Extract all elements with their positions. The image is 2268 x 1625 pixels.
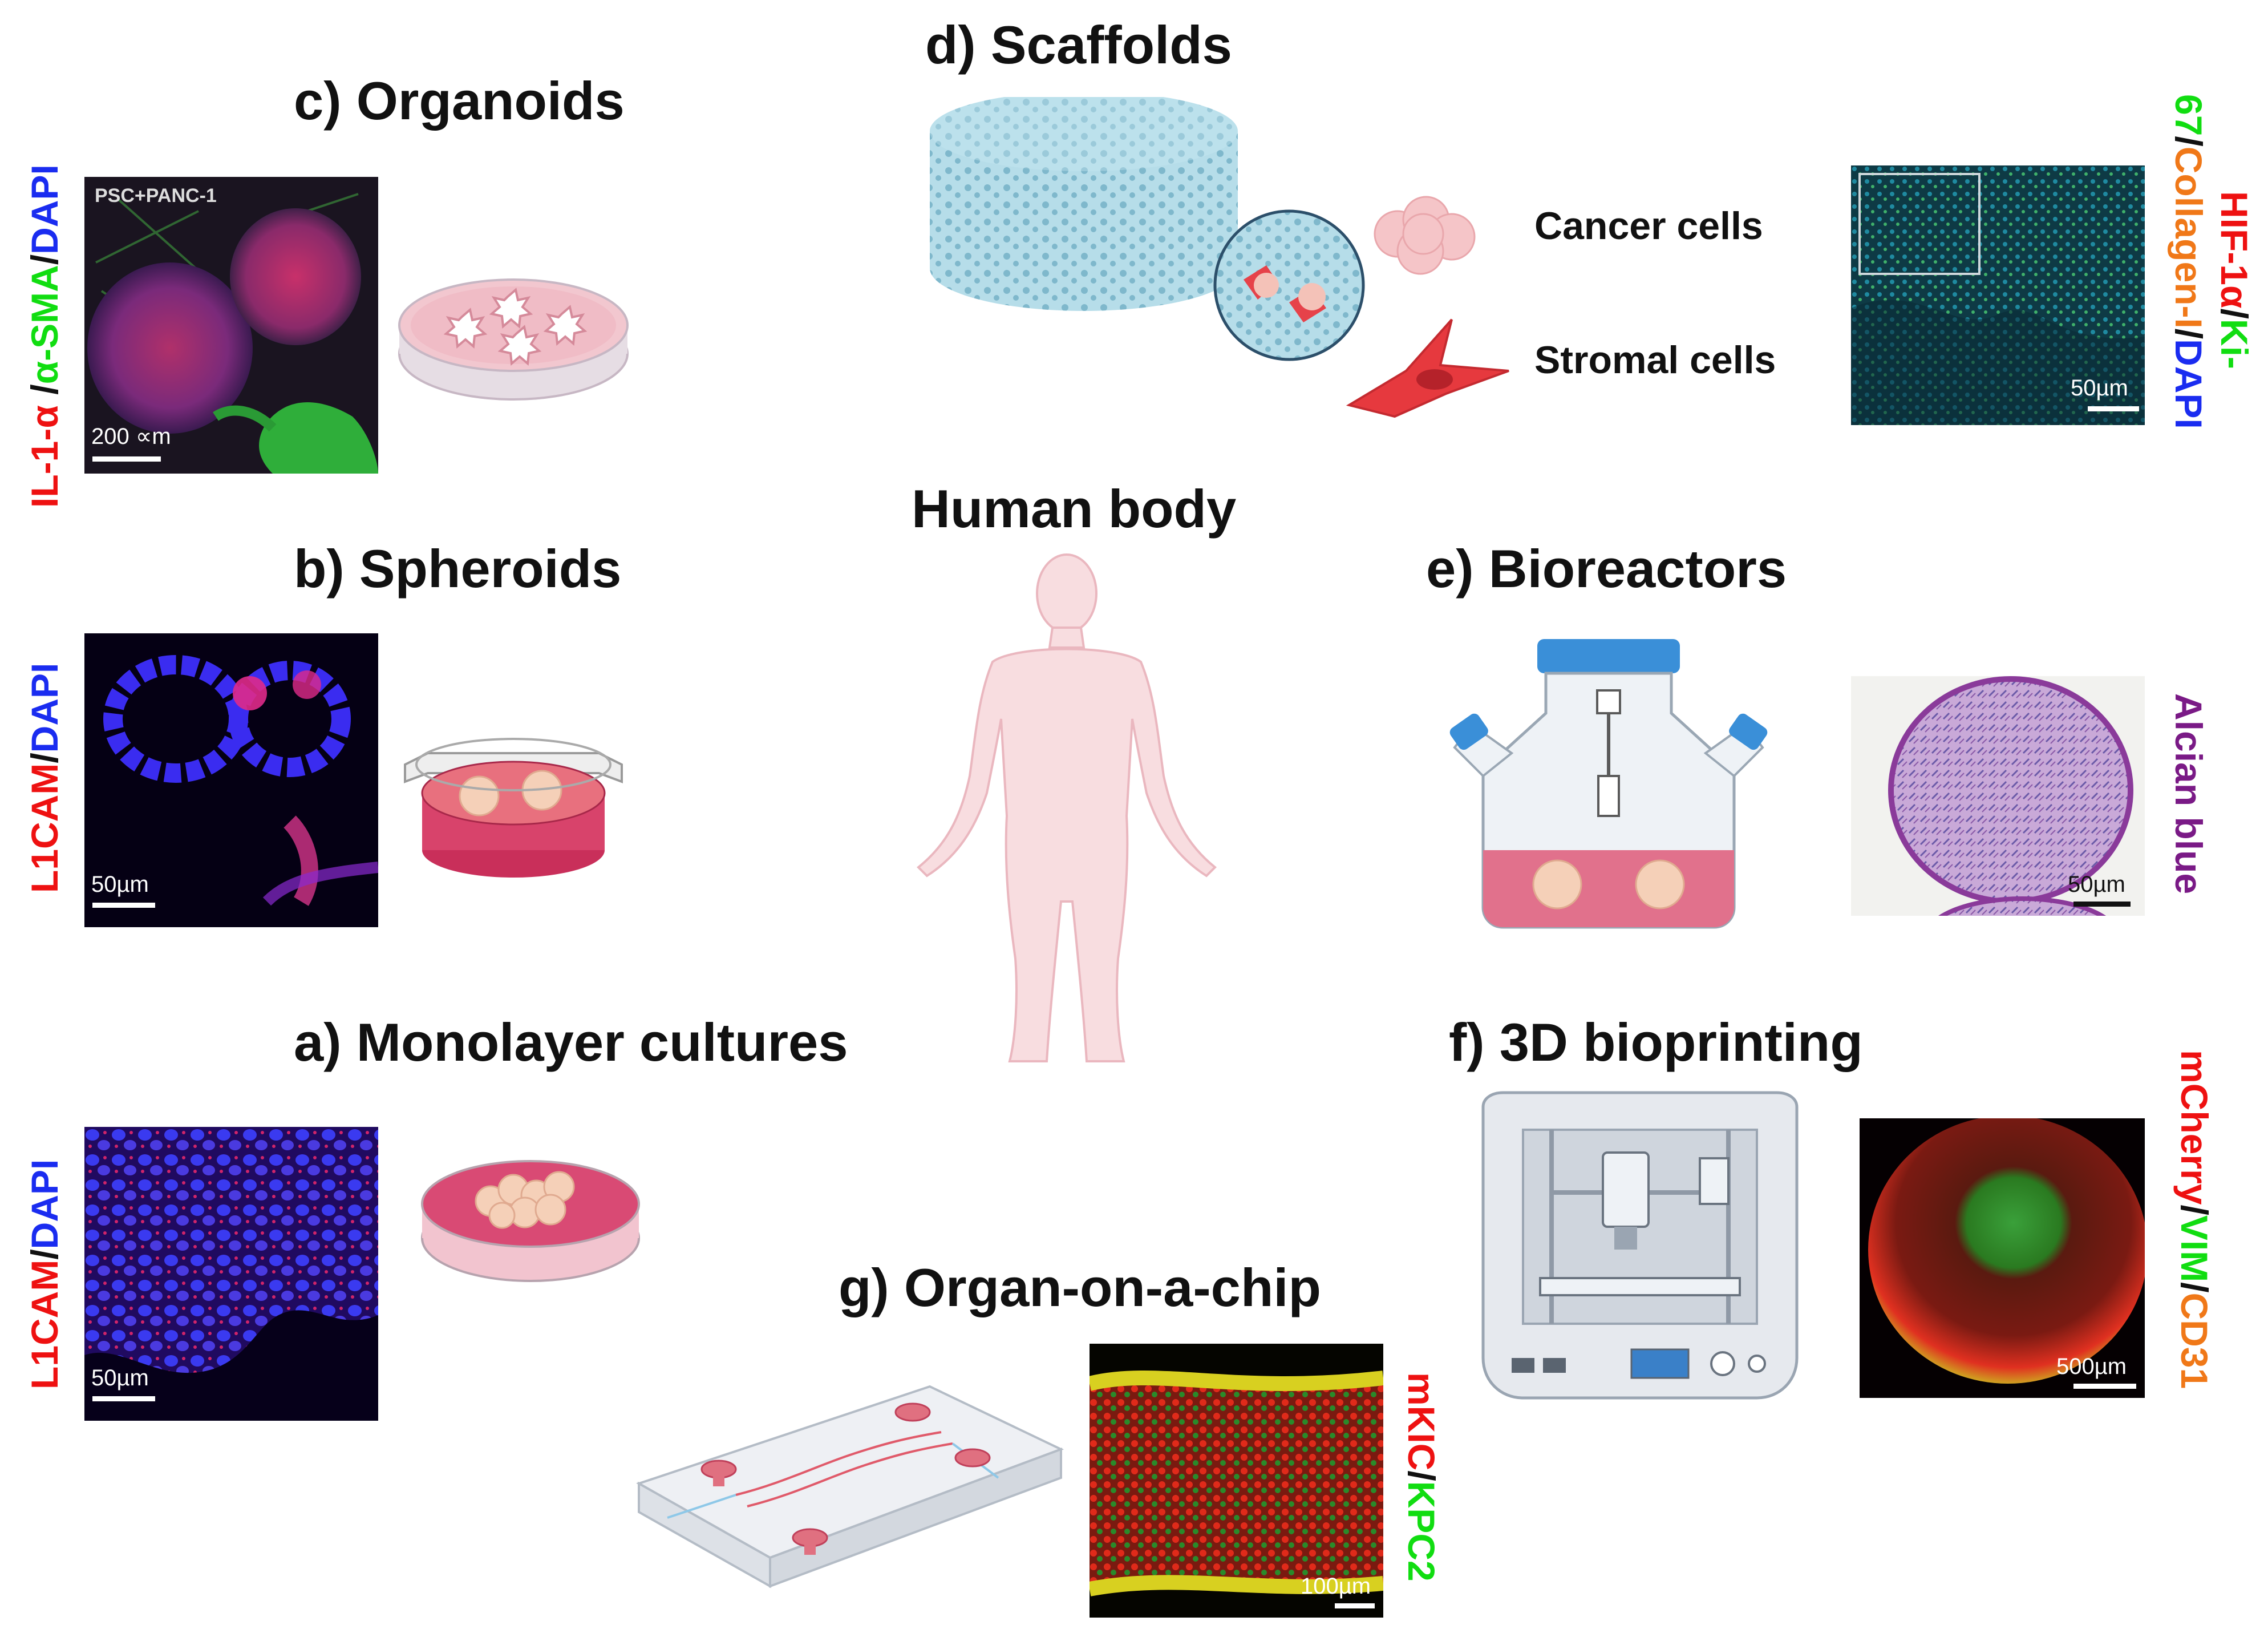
- scale-bar-bioreactor: [2073, 902, 2131, 907]
- stain-segment: DAPI: [23, 662, 66, 753]
- stain-label-spheroids: L1CAM/DAPI: [23, 662, 66, 893]
- label-cancer-cells: Cancer cells: [1534, 204, 1763, 248]
- stain-segment: CD31: [2173, 1292, 2216, 1389]
- scale-label-organoids: 200 ∝m: [91, 424, 171, 449]
- stain-label-monolayer: L1CAM/DAPI: [23, 1159, 66, 1389]
- stain-segment: /: [23, 753, 66, 763]
- stain-segment: /: [2168, 328, 2210, 339]
- scale-bar-spheroids: [92, 903, 155, 908]
- bioreactor-illustration: [1449, 628, 1768, 930]
- scale-label-monolayer: 50µm: [91, 1365, 149, 1390]
- stain-segment: /: [2173, 1204, 2216, 1215]
- stain-segment: mKIC: [1400, 1372, 1443, 1471]
- spheroid-plate-illustration: [394, 708, 633, 884]
- title-human-body: Human body: [912, 479, 1237, 539]
- stain-segment: HIF-1α: [2213, 191, 2255, 309]
- stromal-cell-icon: [1343, 308, 1514, 422]
- cancer-cell-icon: [1358, 188, 1489, 280]
- stain-segment: DAPI: [23, 1159, 66, 1250]
- title-bioreactors: e) Bioreactors: [1426, 539, 1787, 599]
- stain-segment: DAPI: [23, 164, 66, 254]
- scale-bar-monolayer: [92, 1396, 155, 1401]
- stain-segment: DAPI: [2168, 339, 2210, 429]
- stain-segment: α-SMA: [23, 265, 66, 385]
- human-body-illustration: [890, 548, 1244, 1073]
- bioprinter-illustration: [1472, 1090, 1808, 1409]
- stain-segment: /: [23, 1249, 66, 1260]
- title-spheroids: b) Spheroids: [294, 539, 622, 599]
- stain-segment: /: [23, 254, 66, 265]
- title-scaffolds: d) Scaffolds: [925, 15, 1232, 75]
- monolayer-dish-illustration: [411, 1135, 650, 1295]
- title-bioprinting: f) 3D bioprinting: [1449, 1012, 1863, 1072]
- title-organoids: c) Organoids: [294, 71, 625, 131]
- scale-bar-scaffold: [2088, 406, 2139, 411]
- micrograph-bioreactor: 50µm: [1851, 676, 2145, 916]
- scale-bar-organoids: [92, 456, 161, 462]
- stain-label-scaffold-line1: HIF-1α/Ki-: [2213, 191, 2255, 369]
- stain-segment: Collagen-I: [2168, 146, 2210, 329]
- stain-segment: Ki-: [2213, 318, 2255, 369]
- stain-label-scaffold-line2: 67/Collagen-I/DAPI: [2168, 94, 2210, 429]
- stain-segment: /: [23, 384, 66, 406]
- stain-label-organ-chip: mKIC/KPC2: [1400, 1372, 1443, 1582]
- stain-segment: VIM: [2173, 1215, 2216, 1283]
- scale-label-spheroids: 50µm: [91, 872, 149, 897]
- stain-segment: L1CAM: [23, 1259, 66, 1389]
- micrograph-bioprinting: 500µm: [1860, 1118, 2145, 1398]
- scale-label-organ-chip: 100µm: [1301, 1574, 1371, 1599]
- scaffold-illustration: [924, 91, 1380, 462]
- stain-label-organoids: IL-1-α /α-SMA/DAPI: [23, 164, 66, 508]
- stain-label-bioprinting: mCherry/VIM/CD31: [2173, 1050, 2216, 1389]
- scale-label-scaffold: 50µm: [2071, 375, 2128, 401]
- title-organ-on-chip: g) Organ-on-a-chip: [839, 1258, 1321, 1317]
- scale-bar-organ-chip: [1335, 1603, 1375, 1608]
- stain-label-bioreactor: Alcian blue: [2168, 693, 2210, 895]
- stain-segment: mCherry: [2173, 1050, 2216, 1205]
- label-stromal-cells: Stromal cells: [1534, 338, 1776, 382]
- organoid-dish-illustration: [394, 240, 633, 411]
- micrograph-organ-chip: 100µm: [1090, 1344, 1383, 1618]
- stain-segment: Alcian blue: [2168, 693, 2210, 895]
- micrograph-spheroids: 50µm: [84, 633, 378, 927]
- scale-bar-bioprinting: [2073, 1384, 2136, 1389]
- stain-segment: /: [2173, 1282, 2216, 1293]
- stain-segment: L1CAM: [23, 763, 66, 893]
- micrograph-monolayer: 50µm: [84, 1127, 378, 1421]
- inset-label-organoids: PSC+PANC-1: [95, 185, 217, 207]
- stain-segment: KPC2: [1400, 1481, 1443, 1582]
- stain-segment: /: [1400, 1470, 1443, 1481]
- micrograph-organoids: PSC+PANC-1 200 ∝m: [84, 177, 378, 474]
- title-monolayer: a) Monolayer cultures: [294, 1012, 848, 1072]
- scale-label-bioprinting: 500µm: [2056, 1354, 2127, 1379]
- organ-chip-illustration: [633, 1369, 1067, 1598]
- stain-segment: IL-1-α: [23, 405, 66, 508]
- stain-segment: /: [2168, 136, 2210, 147]
- stain-segment: 67: [2168, 94, 2210, 136]
- stain-segment: /: [2213, 308, 2255, 319]
- micrograph-scaffold: 50µm: [1851, 165, 2145, 425]
- scale-label-bioreactor: 50µm: [2068, 872, 2125, 897]
